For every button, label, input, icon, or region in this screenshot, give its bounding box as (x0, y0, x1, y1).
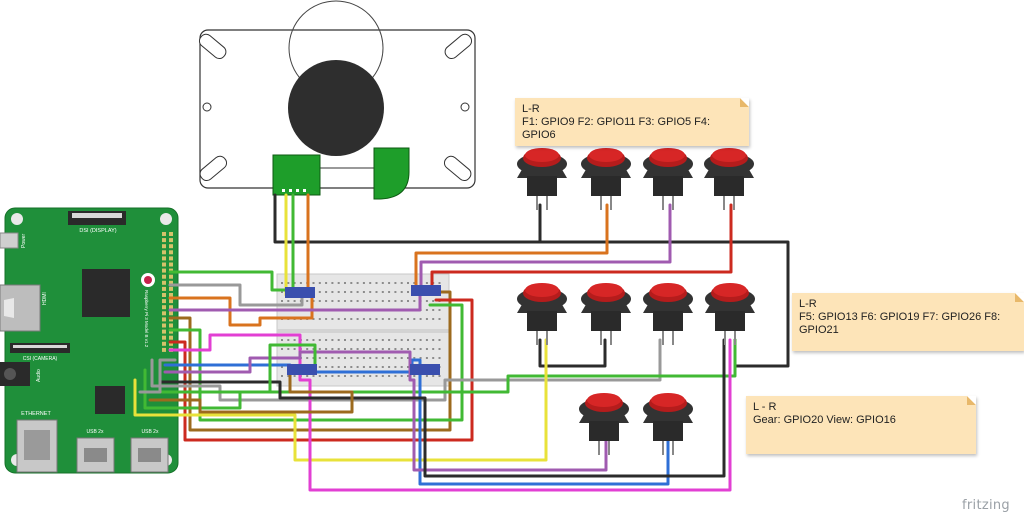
wire-15 (168, 303, 464, 422)
joystick-module (198, 0, 476, 200)
hdmi-label: HDMI (42, 292, 48, 305)
dsi-label: DSI (DISPLAY) (79, 228, 116, 234)
fritzing-brand: fritzing (962, 498, 1010, 513)
csi-label: CSI (CAMERA) (23, 356, 58, 362)
button-f3 (643, 148, 693, 210)
wire-23 (158, 338, 726, 478)
note-bottom: L - R Gear: GPIO20 View: GPIO16 (746, 396, 976, 454)
note-middle-body: F5: GPIO13 F6: GPIO19 F7: GPIO26 F8: GPI… (799, 311, 1001, 336)
note-middle: L-R F5: GPIO13 F6: GPIO19 F7: GPIO26 F8:… (792, 293, 1024, 351)
usb-label-1: USB 2x (87, 429, 104, 435)
wire-18 (143, 338, 737, 410)
ethernet-label: ETHERNET (21, 411, 51, 417)
button-f1 (517, 148, 567, 210)
note-bottom-body: Gear: GPIO20 View: GPIO16 (753, 414, 896, 426)
button-f7 (643, 283, 693, 345)
note-bottom-title: L - R (753, 401, 777, 413)
wire-7 (419, 203, 672, 292)
model-label: Raspberry Pi 3 Model B v1.2 (144, 290, 149, 348)
wire-6 (414, 203, 609, 292)
button-f5 (517, 283, 567, 345)
button-gear (579, 393, 629, 455)
wire-22 (163, 350, 608, 472)
audio-label: Audio (36, 369, 42, 382)
button-f6 (581, 283, 631, 345)
wire-11 (168, 283, 304, 307)
wire-1 (273, 193, 542, 244)
note-top-body: F1: GPIO9 F2: GPIO11 F3: GPIO5 F4: GPIO6 (522, 116, 711, 141)
power-label: Power (21, 233, 27, 248)
wire-17 (150, 338, 662, 402)
wire-19 (133, 338, 548, 462)
wire-8 (430, 203, 733, 292)
wire-26 (138, 358, 177, 394)
wire-20 (168, 333, 732, 492)
arcade-buttons (517, 148, 755, 455)
note-middle-title: L-R (799, 298, 817, 310)
wire-9 (538, 338, 607, 368)
button-f2 (581, 148, 631, 210)
button-view (643, 393, 693, 455)
wire-24 (153, 343, 317, 394)
button-f4 (704, 148, 754, 210)
wire-12 (168, 290, 314, 327)
note-top-title: L-R (522, 103, 540, 115)
breadboard-headers (285, 285, 441, 375)
wire-25 (148, 373, 354, 414)
wire-10 (168, 270, 292, 292)
wire-16 (168, 298, 474, 442)
wire-bundle (133, 193, 790, 492)
button-f8 (705, 283, 755, 345)
raspberry-pi-board: DSI (DISPLAY) Power HDMI CSI (CAMERA) Au… (0, 207, 179, 474)
usb-label-2: USB 2x (142, 429, 159, 435)
note-top: L-R F1: GPIO9 F2: GPIO11 F3: GPIO5 F4: G… (515, 98, 749, 146)
wire-13 (168, 290, 422, 312)
wire-14 (168, 290, 452, 432)
